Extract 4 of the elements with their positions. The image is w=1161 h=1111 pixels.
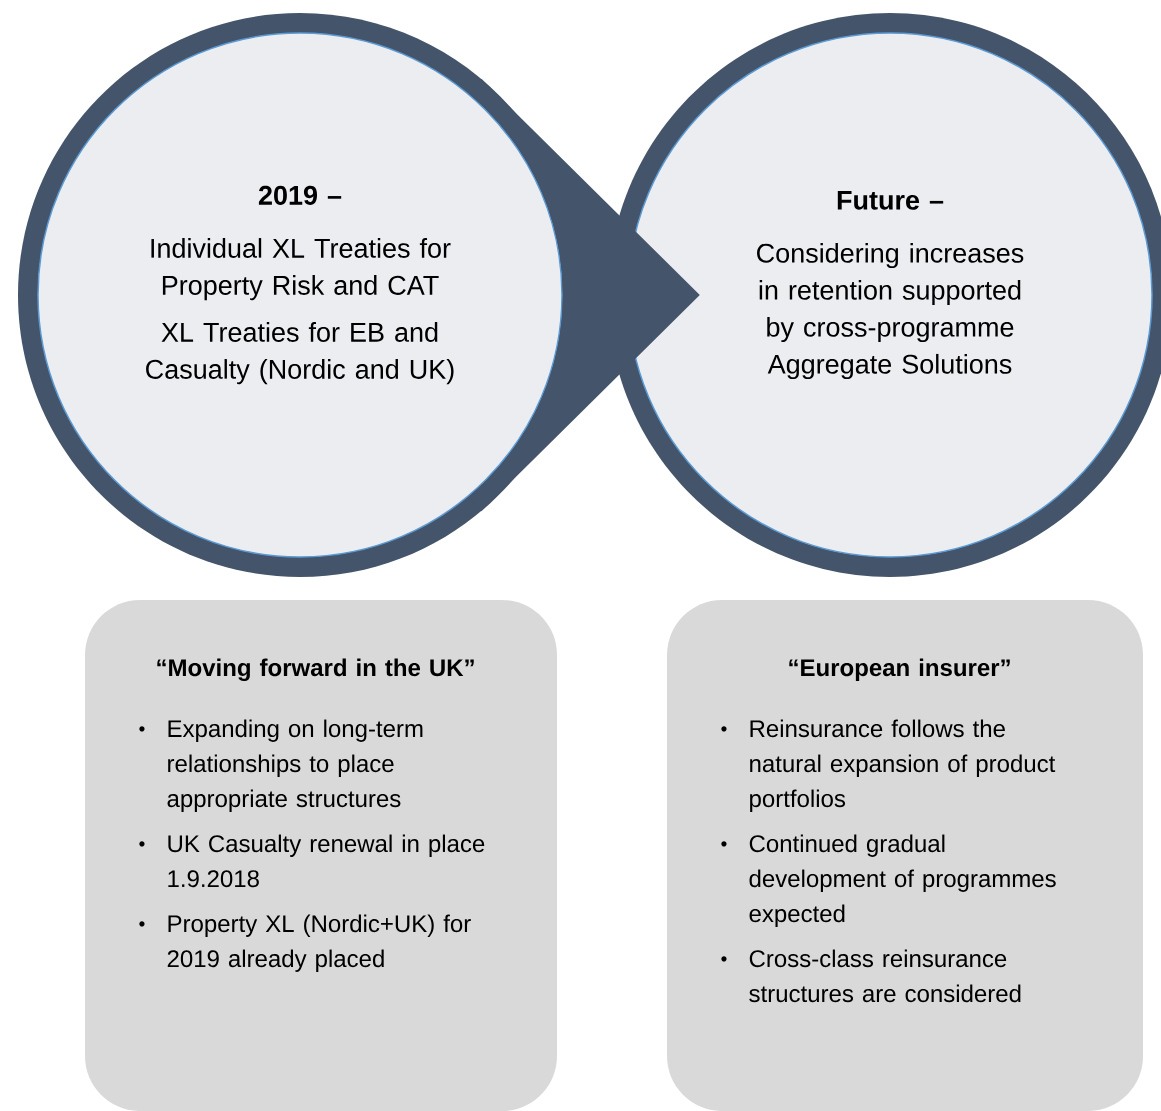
arrow-pointer (469, 78, 700, 512)
circle-node: 2019 – Individual XL Treaties for Property Risk and CAT XL Treaties for EB and Casualty (Nordic and UK) (18, 13, 582, 577)
rounded-box: “Moving forward in the UK” Expanding on long-term relationships to place appropriate structures UK Casualty renewal in place 1.9.2018 Property XL (Nordic+UK) for 2019 already placed (85, 600, 557, 1111)
rounded-box: “European insurer” Reinsurance follows the natural expansion of product portfolios Continued gradual development of programmes expected Cross-class reinsurance structures are considered (667, 600, 1143, 1111)
